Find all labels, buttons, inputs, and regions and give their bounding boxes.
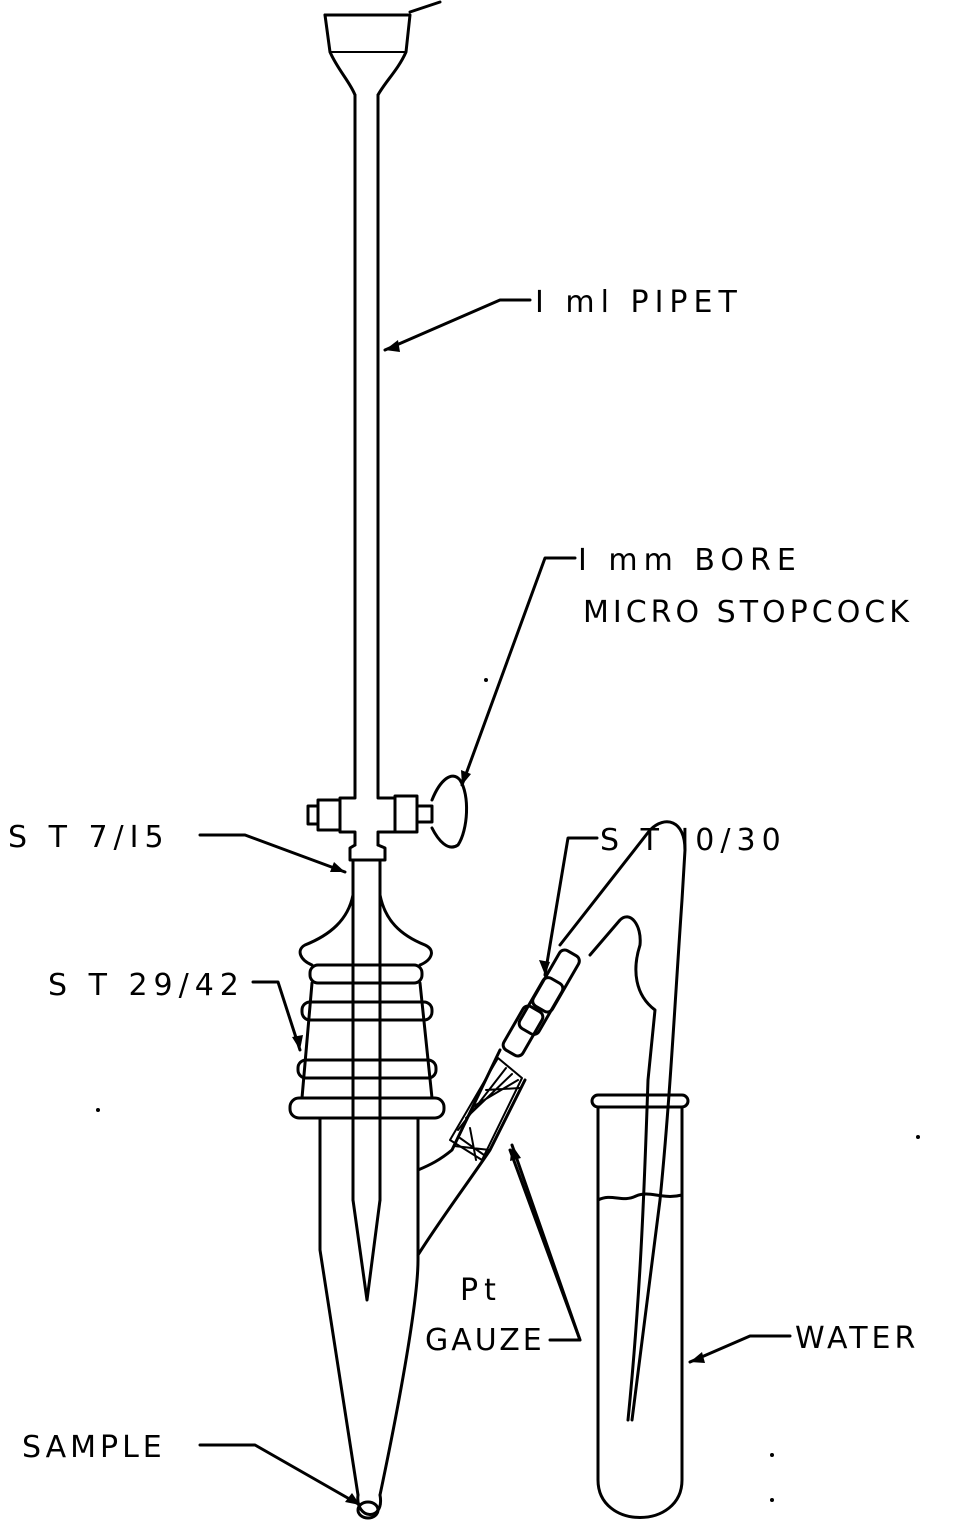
conical-tube xyxy=(318,1116,420,1520)
scan-dot xyxy=(96,1108,100,1112)
scan-dot xyxy=(916,1135,920,1139)
label-st-29-42: S T 29/42 xyxy=(48,968,245,1003)
label-sample: SAMPLE xyxy=(22,1430,166,1465)
label-bore-line1: I mm BORE xyxy=(578,543,802,578)
scan-dot xyxy=(770,1453,774,1457)
pipet xyxy=(323,0,442,792)
scan-dot xyxy=(770,1498,774,1502)
label-water: WATER xyxy=(795,1321,919,1356)
label-pt: Pt xyxy=(460,1273,502,1308)
st-29-42-joint xyxy=(288,893,446,1120)
label-bore-line2: MICRO STOPCOCK xyxy=(583,595,913,630)
micro-stopcock xyxy=(306,774,469,849)
label-pipet: I ml PIPET xyxy=(535,285,743,320)
leader-lines xyxy=(198,298,792,1507)
scan-dot xyxy=(484,678,488,682)
side-arm xyxy=(416,820,687,1422)
st-7-15-joint xyxy=(348,843,387,1302)
label-st-7-15: S T 7/I5 xyxy=(8,820,170,855)
label-st-10-30: S T I0/30 xyxy=(600,823,787,858)
water-test-tube xyxy=(590,1093,690,1519)
label-gauze: GAUZE xyxy=(425,1323,545,1358)
